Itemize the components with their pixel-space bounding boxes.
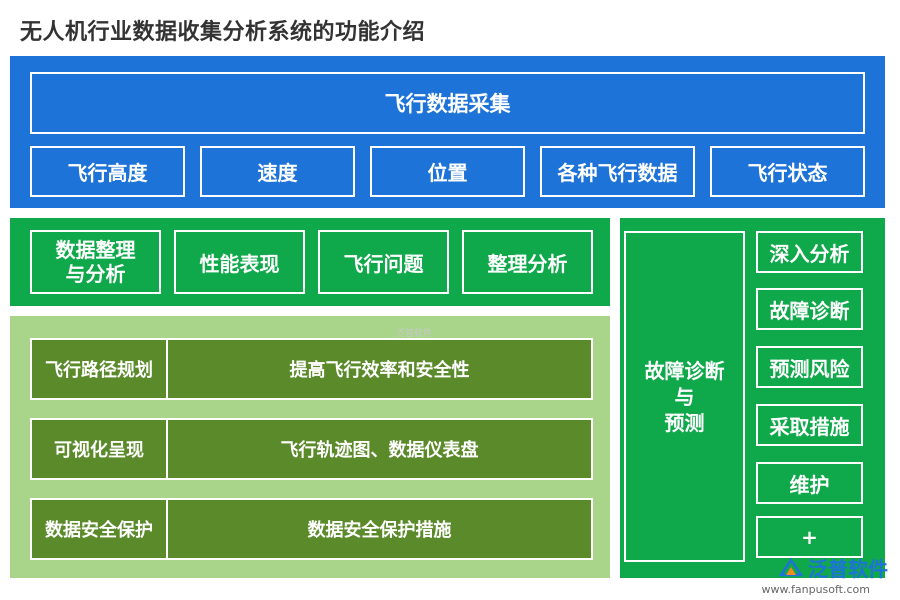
brand-name: 泛普软件 — [808, 557, 888, 581]
feature-name-visual: 可视化呈现 — [30, 418, 168, 480]
fault-item-diagnosis: 故障诊断 — [756, 288, 863, 330]
brand-watermark: 泛普软件 — [778, 553, 888, 582]
flight-item-altitude: 飞行高度 — [30, 146, 185, 197]
fault-main: 故障诊断 与 预测 — [624, 231, 745, 562]
org-item-analysis: 数据整理 与分析 — [30, 230, 161, 294]
fault-item-maintenance: 维护 — [756, 462, 863, 504]
flight-item-speed: 速度 — [200, 146, 355, 197]
page-title: 无人机行业数据收集分析系统的功能介绍 — [20, 19, 426, 45]
fault-item-measures: 采取措施 — [756, 404, 863, 446]
feature-name-path: 飞行路径规划 — [30, 338, 168, 400]
brand-url: www.fanpusoft.com — [761, 583, 870, 596]
feature-desc-visual: 飞行轨迹图、数据仪表盘 — [166, 418, 593, 480]
fault-item-deep-analysis: 深入分析 — [756, 231, 863, 273]
data-organization-panel — [10, 218, 610, 306]
feature-desc-security: 数据安全保护措施 — [166, 498, 593, 560]
flight-item-status: 飞行状态 — [710, 146, 865, 197]
watermark-small: 泛普软件 — [396, 329, 433, 339]
feature-desc-path: 提高飞行效率和安全性 — [166, 338, 593, 400]
flight-data-header: 飞行数据采集 — [30, 72, 865, 134]
flight-item-position: 位置 — [370, 146, 525, 197]
fault-item-plus: + — [756, 516, 863, 558]
org-item-sort: 整理分析 — [462, 230, 593, 294]
org-item-problems: 飞行问题 — [318, 230, 449, 294]
brand-logo-icon — [778, 557, 804, 576]
flight-item-various: 各种飞行数据 — [540, 146, 695, 197]
feature-name-security: 数据安全保护 — [30, 498, 168, 560]
fault-panel — [620, 218, 885, 578]
org-item-performance: 性能表现 — [174, 230, 305, 294]
fault-item-risk: 预测风险 — [756, 346, 863, 388]
